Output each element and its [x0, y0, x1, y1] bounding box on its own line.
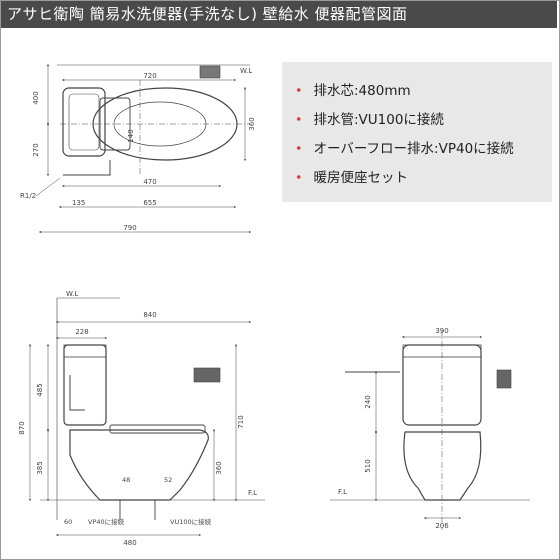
dim-655: 655	[143, 199, 156, 207]
bullet-icon: ・	[292, 82, 306, 99]
dim-360: 360	[248, 117, 256, 130]
side-floor-label: F.L	[248, 489, 257, 497]
bullet-icon: ・	[292, 140, 306, 157]
side-supply-pipe	[69, 375, 85, 411]
spec-text: 排水管:VU100に接続	[313, 111, 444, 128]
dim-790: 790	[123, 224, 136, 232]
dim-510: 510	[364, 459, 372, 472]
dim-135: 135	[72, 199, 85, 207]
dim-870: 870	[18, 421, 26, 434]
callout-vp40: VP40に接続	[88, 517, 125, 526]
dim-228: 228	[75, 328, 88, 336]
dim-485: 485	[36, 383, 44, 396]
dim-480: 480	[123, 539, 136, 547]
plan-wall-label: W.L	[240, 67, 252, 75]
dim-360b: 360	[215, 461, 223, 474]
dim-52: 52	[164, 476, 172, 484]
dim-470: 470	[143, 178, 156, 186]
spec-box: ・ 排水芯:480mm ・ 排水管:VU100に接続 ・ オーバーフロー排水:V…	[282, 62, 552, 202]
front-floor-label: F.L	[338, 488, 347, 496]
r12-leader	[35, 177, 61, 197]
plan-supply-pipe	[63, 160, 111, 176]
dim-206: 206	[435, 522, 449, 530]
dim-840: 840	[143, 311, 156, 319]
side-bowl	[69, 429, 209, 501]
side-drain	[119, 500, 156, 520]
dim-270: 270	[32, 143, 40, 156]
side-outlet-icon	[193, 367, 221, 383]
spec-item-drain-center: ・ 排水芯:480mm	[292, 74, 552, 103]
bullet-icon: ・	[292, 169, 306, 186]
plan-view: W.L 720 400 270 360 140 470 655	[20, 63, 256, 234]
plan-cistern	[62, 87, 106, 157]
spec-text: 暖房便座セット	[313, 169, 409, 186]
page-title: アサヒ衛陶 簡易水洗便器(手洗なし) 壁給水 便器配管図面	[1, 1, 557, 28]
dim-385: 385	[36, 461, 44, 474]
callout-vu100: VU100に接続	[170, 517, 212, 526]
spec-text: オーバーフロー排水:VP40に接続	[313, 140, 514, 157]
spec-item-drain-pipe: ・ 排水管:VU100に接続	[292, 103, 552, 132]
dim-r12: R1/2	[20, 192, 36, 200]
spec-text: 排水芯:480mm	[313, 82, 411, 99]
bullet-icon: ・	[292, 111, 306, 128]
side-view: W.L F.L 840 228 485 870 385 710 360 48 5…	[18, 290, 265, 547]
spec-item-overflow: ・ オーバーフロー排水:VP40に接続	[292, 132, 552, 161]
side-tank-lid	[63, 344, 107, 358]
dim-400: 400	[32, 91, 40, 104]
plan-outlet-icon	[199, 65, 221, 79]
front-view: F.L 390 240 510 206	[330, 327, 530, 530]
dim-48: 48	[122, 476, 130, 484]
side-seat	[109, 424, 206, 434]
front-outlet-icon	[496, 369, 512, 389]
plan-cistern-lid	[68, 93, 100, 151]
dim-240: 240	[364, 395, 372, 408]
dim-710: 710	[237, 415, 245, 428]
spec-list: ・ 排水芯:480mm ・ 排水管:VU100に接続 ・ オーバーフロー排水:V…	[282, 62, 552, 190]
spec-item-heated-seat: ・ 暖房便座セット	[292, 161, 552, 190]
front-bowl	[403, 431, 482, 501]
dim-140: 140	[127, 129, 135, 142]
side-wall-label: W.L	[66, 290, 78, 298]
dim-60: 60	[64, 518, 72, 526]
dim-720: 720	[143, 72, 156, 80]
dim-390: 390	[435, 327, 448, 335]
